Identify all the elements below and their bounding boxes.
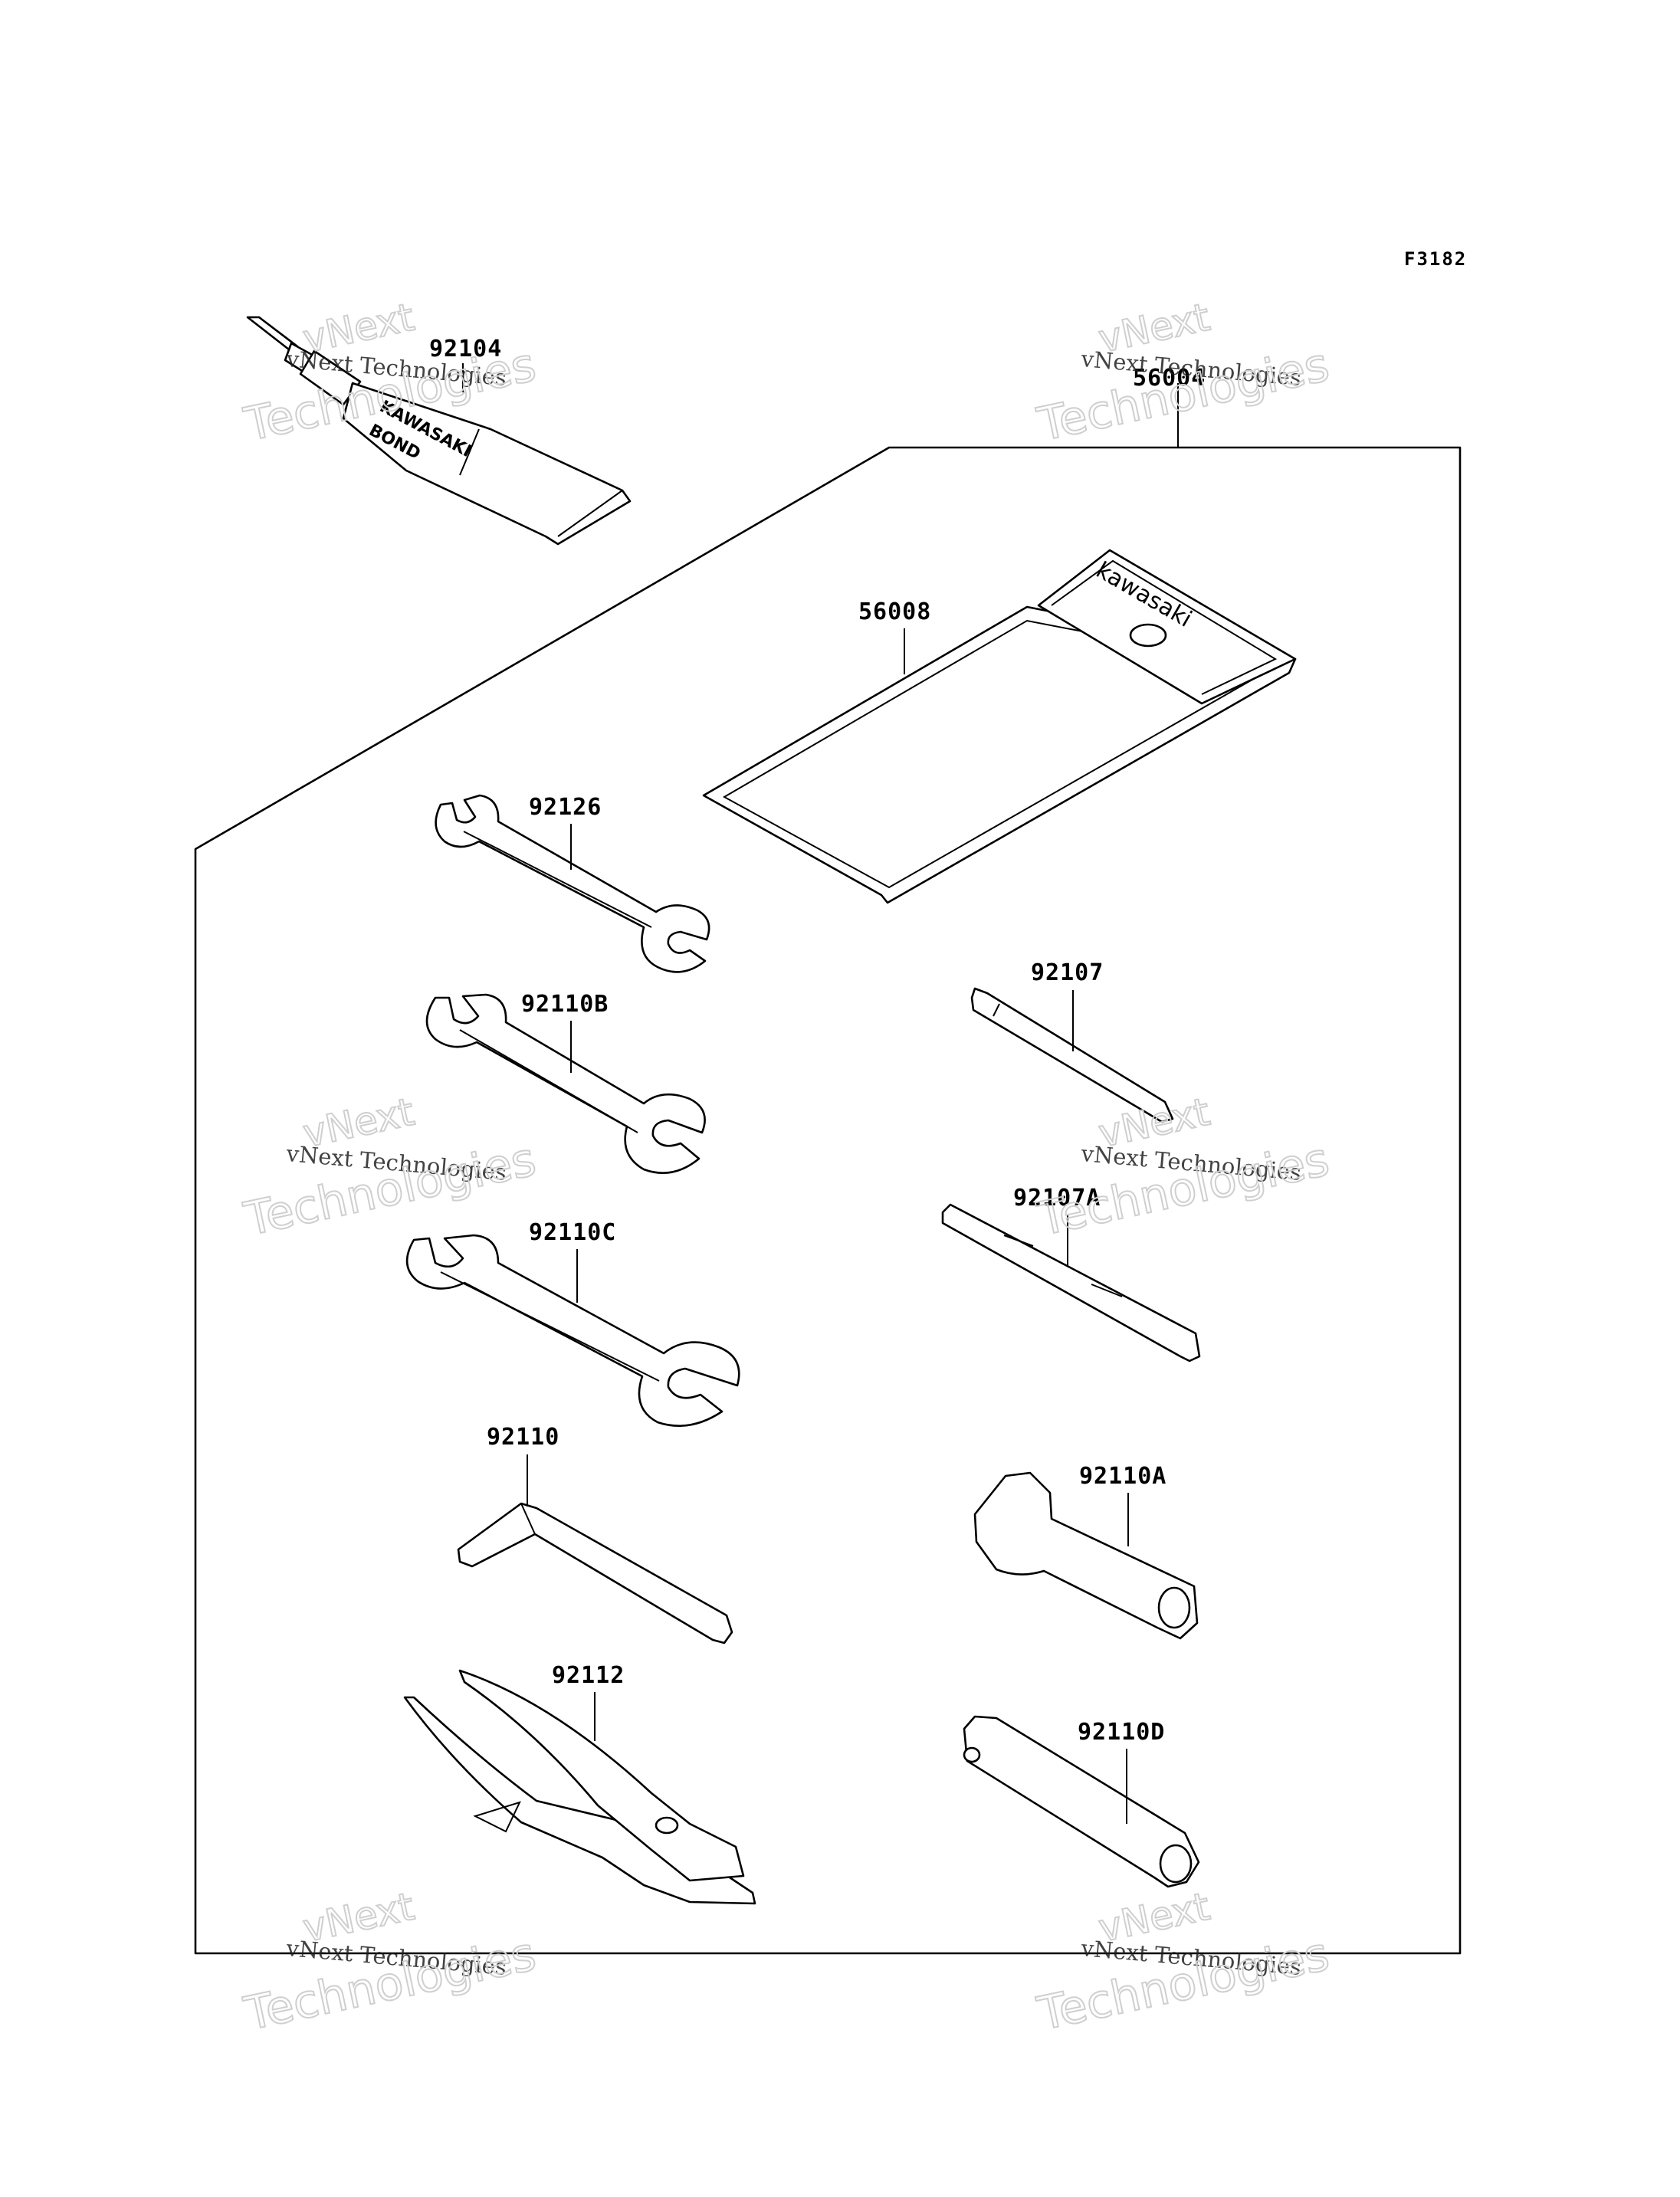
- figure-code: F3182: [1404, 248, 1467, 270]
- hex-key-92110: [457, 1502, 733, 1644]
- part-label-92107: 92107: [1031, 959, 1104, 986]
- tool-kit-outline: [194, 446, 1462, 1955]
- part-label-56008: 56008: [858, 598, 931, 625]
- watermark-top-right: vNext vNext Technologies Technologies: [1032, 294, 1335, 453]
- part-label-92126: 92126: [529, 794, 602, 821]
- bond-tube: KAWASAKI BOND: [246, 316, 632, 546]
- wrench-92126: [435, 794, 710, 973]
- part-label-92104: 92104: [429, 336, 502, 362]
- tube-wrench-92110d: [963, 1715, 1200, 1888]
- part-label-92110a: 92110A: [1079, 1463, 1166, 1490]
- part-label-92110d: 92110D: [1078, 1719, 1165, 1746]
- wrench-92110c: [405, 1234, 740, 1427]
- part-label-92110b: 92110B: [521, 991, 609, 1018]
- watermark-mid-left: vNext vNext Technologies Technologies: [239, 1089, 542, 1248]
- watermark-bottom-left: vNext vNext Technologies Technologies: [239, 1884, 542, 2042]
- manual-pouch: kawasaki: [702, 549, 1297, 904]
- part-label-56004: 56004: [1133, 365, 1206, 392]
- pliers-92112: [403, 1669, 756, 1905]
- part-label-92110c: 92110C: [529, 1219, 616, 1246]
- wrench-92110b: [425, 993, 706, 1174]
- part-label-92107a: 92107A: [1013, 1185, 1101, 1212]
- screwdriver-92107a: [941, 1203, 1201, 1362]
- socket-92110a: [973, 1471, 1199, 1640]
- screwdriver-92107: [970, 987, 1174, 1123]
- watermark-bottom-right: vNext vNext Technologies Technologies: [1032, 1884, 1335, 2042]
- watermark-mid-right: vNext vNext Technologies Technologies: [1032, 1089, 1335, 1248]
- part-label-92110: 92110: [487, 1424, 559, 1451]
- part-label-92112: 92112: [552, 1662, 625, 1689]
